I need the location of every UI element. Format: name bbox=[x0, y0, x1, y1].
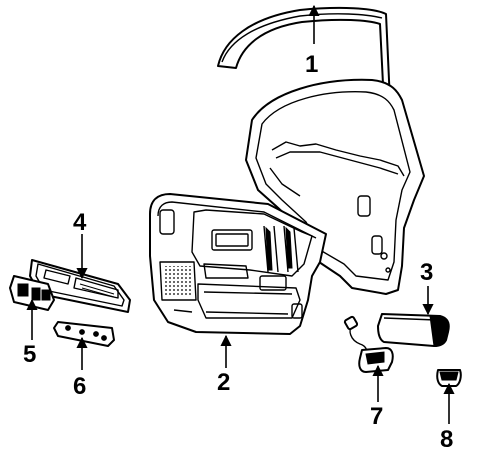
part-3-armrest bbox=[377, 313, 450, 347]
callout-2: 2 bbox=[217, 369, 230, 396]
part-5-switch bbox=[9, 275, 55, 311]
callout-4: 4 bbox=[73, 209, 87, 236]
callout-8: 8 bbox=[440, 426, 453, 453]
part-6-plate bbox=[53, 321, 115, 347]
part-7-courtesy-lamp bbox=[343, 315, 394, 373]
part-4-switch-bezel bbox=[29, 259, 131, 313]
callout-1: 1 bbox=[305, 51, 318, 78]
callout-5: 5 bbox=[23, 341, 36, 368]
part-2-door-trim-panel bbox=[149, 193, 327, 335]
door-inner-panel bbox=[245, 78, 425, 295]
callout-6: 6 bbox=[73, 373, 86, 400]
callout-3: 3 bbox=[420, 259, 433, 286]
callout-7: 7 bbox=[370, 403, 383, 430]
part-8-lens bbox=[436, 369, 462, 387]
